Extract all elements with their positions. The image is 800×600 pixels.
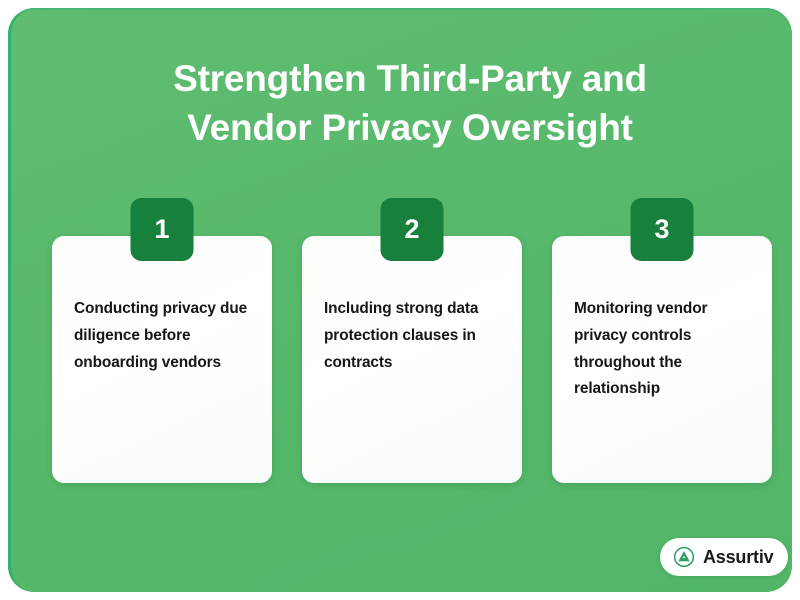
step-number-badge: 1 [130,198,194,261]
brand-name: Assurtiv [703,546,774,567]
step-card[interactable] [552,236,772,483]
list-item[interactable]: 2 Including strong data protection claus… [302,198,522,483]
list-item[interactable]: 3 Monitoring vendor privacy controls thr… [552,198,772,483]
step-number-badge: 3 [630,198,694,261]
green-panel: Strengthen Third-Party and Vendor Privac… [8,8,792,592]
step-number-badge: 2 [380,198,444,261]
brand-logo[interactable]: Assurtiv [660,538,788,576]
step-card-text: Including strong data protection clauses… [324,300,479,371]
step-card[interactable] [302,236,522,483]
steps-list: 1 Conducting privacy due diligence befor… [52,198,772,483]
step-card-text: Monitoring vendor privacy controls throu… [574,300,708,398]
list-item[interactable]: 1 Conducting privacy due diligence befor… [52,198,272,483]
mountain-circle-icon [673,546,695,568]
page-title: Strengthen Third-Party and Vendor Privac… [173,58,647,148]
step-card-text: Conducting privacy due diligence before … [74,300,248,371]
step-card[interactable] [52,236,272,483]
